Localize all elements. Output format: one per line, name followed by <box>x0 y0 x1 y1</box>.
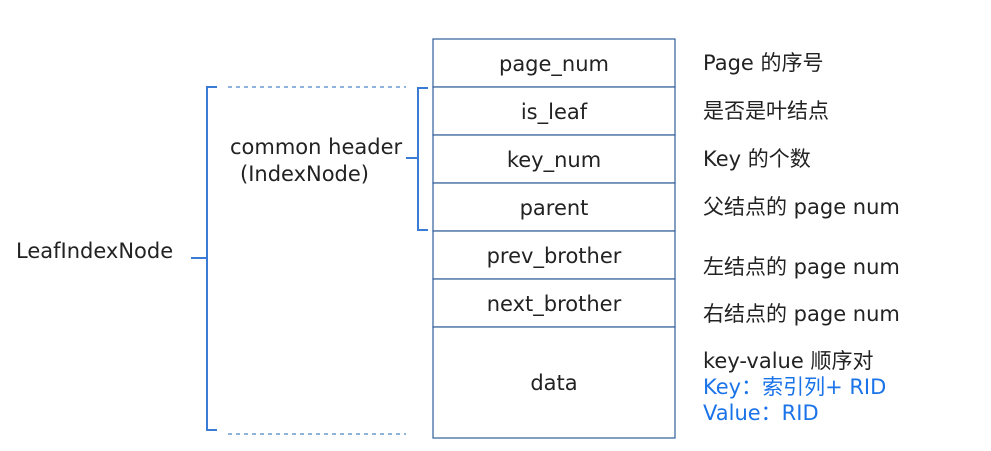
field-name-page-num: page_num <box>499 52 609 77</box>
data-note-key: Key：索引列+ RID <box>703 375 887 399</box>
desc-page-num: Page 的序号 <box>703 51 824 75</box>
struct-label: LeafIndexNode <box>16 239 173 263</box>
field-cell-key-num <box>432 134 676 184</box>
common-header-bracket <box>406 87 428 231</box>
field-name-key-num: key_num <box>507 148 601 173</box>
desc-data: key-value 顺序对 <box>703 349 874 373</box>
desc-prev-brother: 左结点的 page num <box>703 255 900 279</box>
leaf-index-node-bracket <box>191 86 217 431</box>
field-cell-is-leaf <box>432 86 676 136</box>
desc-is-leaf: 是否是叶结点 <box>703 99 829 123</box>
field-cell-next-brother <box>432 278 676 328</box>
field-cell-parent <box>432 182 676 232</box>
field-cell-page-num <box>432 38 676 88</box>
header-label-line2: (IndexNode) <box>240 162 369 186</box>
field-name-prev-brother: prev_brother <box>487 244 622 269</box>
desc-key-num: Key 的个数 <box>703 147 811 171</box>
field-cell-data <box>432 326 676 439</box>
data-note-value: Value：RID <box>703 401 819 425</box>
field-name-is-leaf: is_leaf <box>521 100 588 125</box>
header-label-line1: common header <box>230 135 402 159</box>
field-name-parent: parent <box>520 196 589 220</box>
field-table: page_num is_leaf key_num parent prev_bro… <box>432 38 676 439</box>
desc-parent: 父结点的 page num <box>703 195 900 219</box>
field-name-next-brother: next_brother <box>487 292 622 317</box>
field-name-data: data <box>530 371 577 395</box>
desc-next-brother: 右结点的 page num <box>703 302 900 326</box>
